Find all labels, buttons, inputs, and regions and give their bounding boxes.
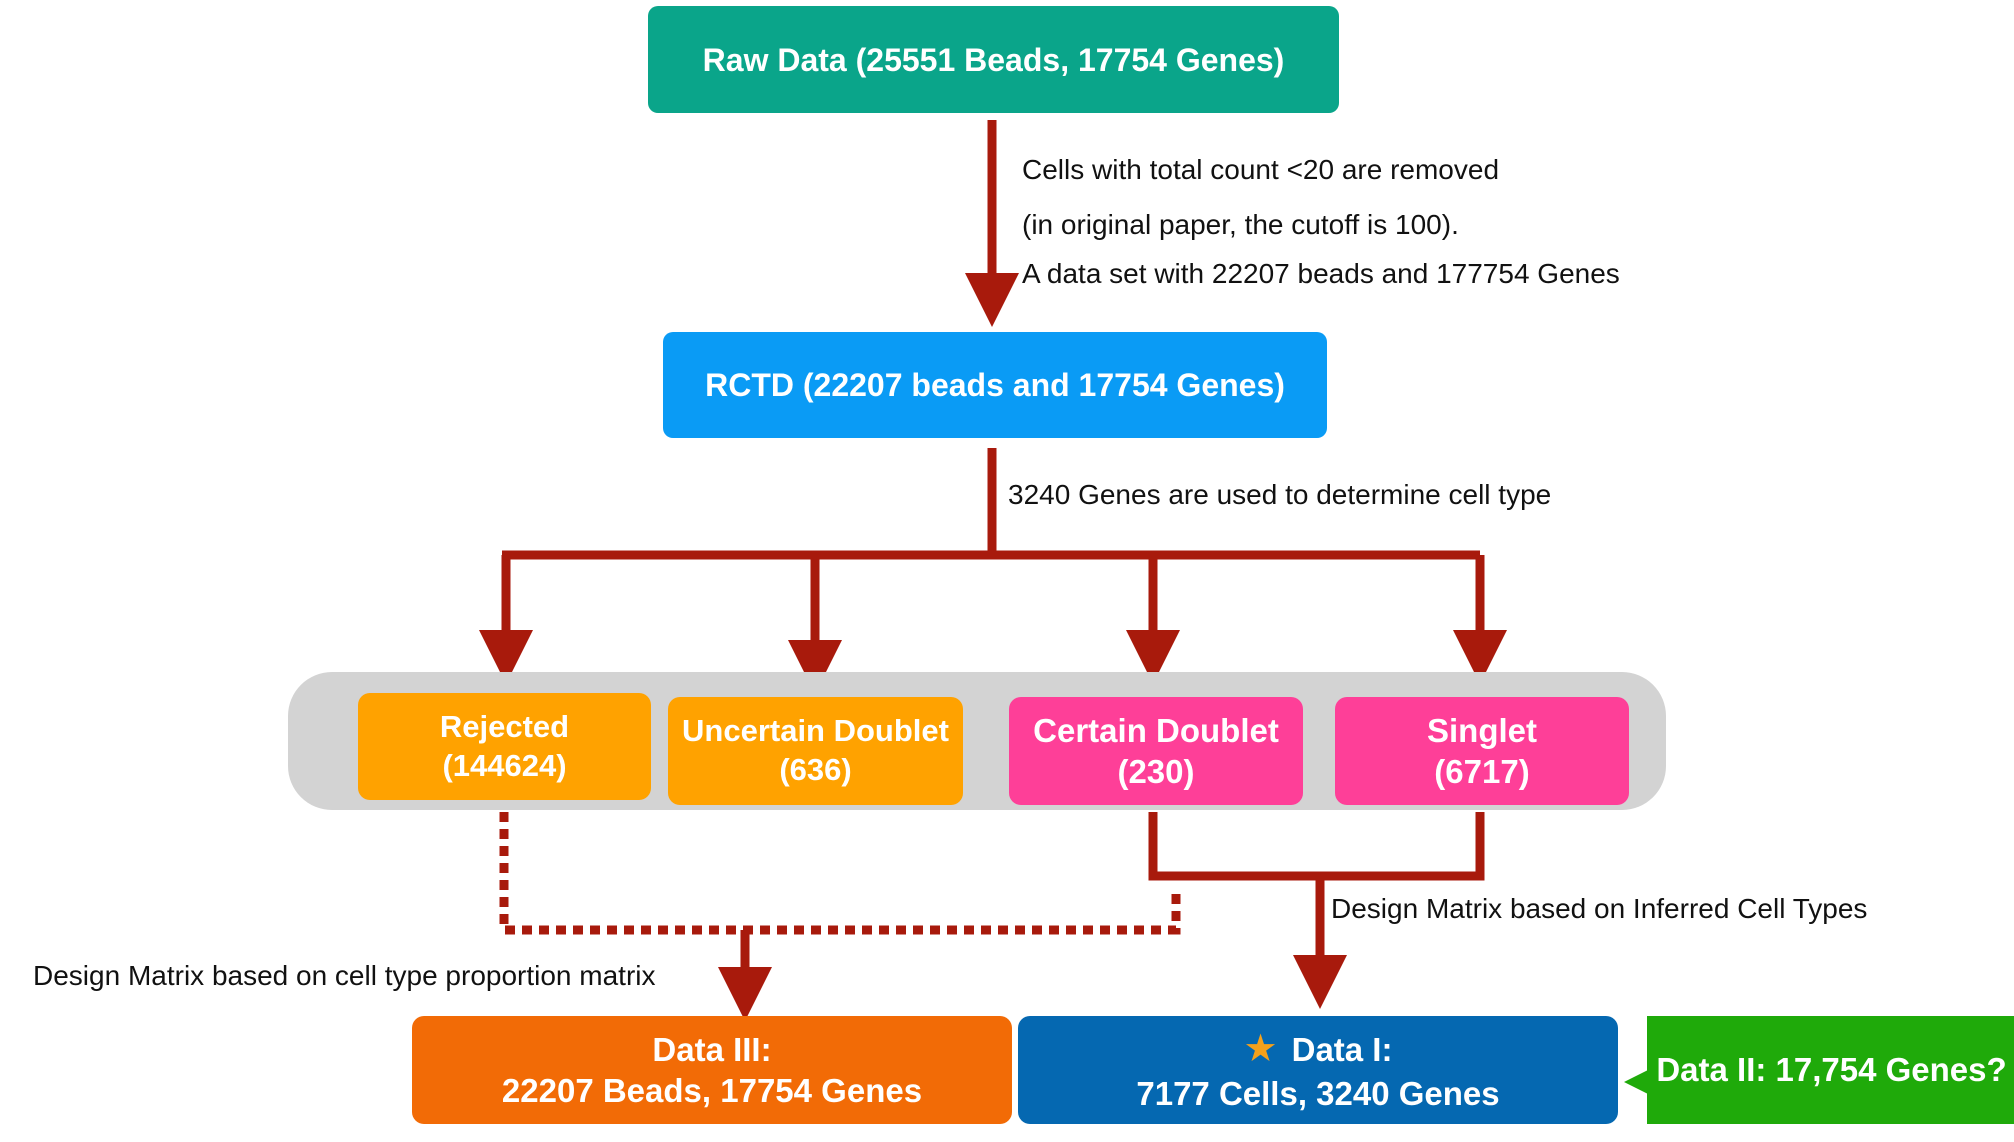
node-data3-title: Data III: [652,1030,772,1068]
node-rejected-label: Rejected [439,708,570,744]
node-data3-detail: 22207 Beads, 17754 Genes [501,1072,923,1109]
node-singlet-count: (6717) [1434,753,1530,790]
node-rctd: RCTD (22207 beads and 17754 Genes) [663,332,1327,438]
node-singlet: Singlet (6717) [1335,697,1629,805]
node-data1-title-text: Data I: [1291,1030,1393,1068]
data2-pointer [1624,1070,1648,1094]
node-rejected: Rejected (144624) [358,693,651,800]
annotation-design-inferred: Design Matrix based on Inferred Cell Typ… [1331,893,1868,924]
node-data3: Data III: 22207 Beads, 17754 Genes [412,1016,1012,1124]
annotation-design-proportion: Design Matrix based on cell type proport… [33,960,656,991]
node-certain-doublet-label: Certain Doublet [1033,711,1279,749]
node-uncertain-doublet-count: (636) [779,752,852,787]
connector-doublet-singlet-merge [1148,812,1485,881]
node-rejected-count: (144624) [442,747,567,783]
node-certain-doublet: Certain Doublet (230) [1009,697,1303,805]
annotation-filter-line3: A data set with 22207 beads and 177754 G… [1022,258,1620,289]
annotation-filter-line1: Cells with total count <20 are removed [1022,154,1500,185]
dotted-connector-proportion [499,812,1181,935]
node-data1-title: ★ Data I: [1244,1026,1393,1074]
node-singlet-label: Singlet [1426,711,1537,749]
node-data2-label: Data II: 17,754 Genes? [1656,1051,2007,1089]
node-uncertain-doublet-label: Uncertain Doublet [682,713,949,749]
annotation-filter-line2: (in original paper, the cutoff is 100). [1022,209,1459,240]
node-raw-data: Raw Data (25551 Beads, 17754 Genes) [648,6,1339,113]
node-data1-detail: 7177 Cells, 3240 Genes [1136,1075,1500,1113]
node-certain-doublet-count: (230) [1117,753,1195,790]
node-raw-data-label: Raw Data (25551 Beads, 17754 Genes) [702,41,1285,78]
annotation-genes-used: 3240 Genes are used to determine cell ty… [1008,479,1552,510]
node-rctd-label: RCTD (22207 beads and 17754 Genes) [705,367,1285,403]
node-data1: ★ Data I: 7177 Cells, 3240 Genes [1018,1016,1618,1124]
node-uncertain-doublet: Uncertain Doublet (636) [668,697,963,805]
star-icon: ★ [1243,1027,1278,1070]
node-data2: Data II: 17,754 Genes? [1647,1016,2014,1124]
